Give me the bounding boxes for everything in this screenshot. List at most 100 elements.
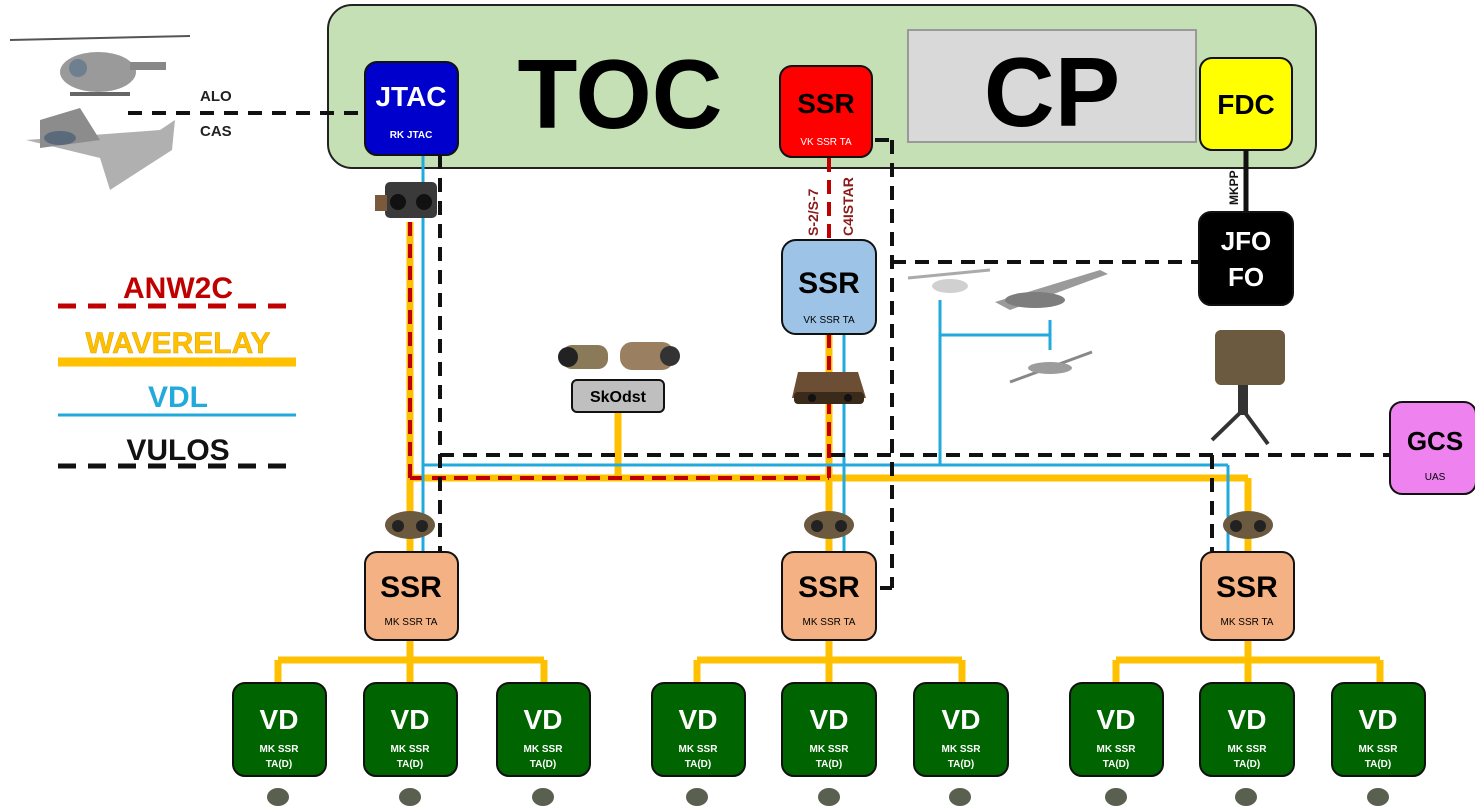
- fighter-jet-icon: [26, 108, 175, 190]
- drone-icon: [995, 270, 1108, 310]
- vd-node[interactable]: VD MK SSR TA(D): [651, 682, 746, 777]
- handheld-device-icon: [1367, 788, 1389, 806]
- vd-node[interactable]: VD MK SSR TA(D): [1069, 682, 1164, 777]
- vd-line1: MK SSR: [942, 744, 982, 755]
- binocular-icon: [375, 182, 437, 218]
- handheld-device-icon: [399, 788, 421, 806]
- vd-title: VD: [524, 704, 563, 735]
- ssr-top-node[interactable]: SSR VK SSR TA: [779, 65, 873, 158]
- ssr-lower-node[interactable]: SSR MK SSR TA: [1200, 551, 1295, 641]
- night-vision-goggle-icon: [804, 511, 854, 539]
- handheld-device-icon: [949, 788, 971, 806]
- drone-icon: [1009, 350, 1093, 384]
- ssr-top-title: SSR: [797, 88, 855, 119]
- thermal-sight-icon: [558, 342, 680, 370]
- vd-node[interactable]: VD MK SSR TA(D): [363, 682, 458, 777]
- s2s7-label: S-2/S-7: [805, 188, 821, 236]
- legend-vulos-label: VULOS: [126, 434, 229, 467]
- vd-title: VD: [1228, 704, 1267, 735]
- skodst-node[interactable]: SkOdst: [571, 379, 665, 413]
- vd-line2: TA(D): [685, 759, 711, 770]
- ssr-mid-subtitle: VK SSR TA: [803, 315, 855, 326]
- vd-line2: TA(D): [1365, 759, 1391, 770]
- cp-title: CP: [984, 37, 1120, 147]
- tripod-sensor-icon: [1210, 330, 1285, 446]
- ssr-lower-node[interactable]: SSR MK SSR TA: [781, 551, 877, 641]
- lower-ssr-layer: SSR MK SSR TA SSR MK SSR TA SSR MK SSR T…: [364, 511, 1295, 641]
- legend-vdl-label: VDL: [148, 381, 208, 414]
- vd-title: VD: [1359, 704, 1398, 735]
- vd-layer: VD MK SSR TA(D) VD MK SSR TA(D) VD MK SS…: [232, 682, 1426, 777]
- cp-box: [907, 29, 1197, 143]
- drone-icon: [907, 268, 991, 293]
- ssr-mid-title: SSR: [798, 267, 860, 300]
- legend: ANW2C WAVERELAY VDL VULOS: [58, 272, 296, 469]
- vd-line2: TA(D): [1234, 759, 1260, 770]
- gcs-title: GCS: [1407, 426, 1463, 456]
- jtac-subtitle: RK JTAC: [390, 130, 433, 141]
- legend-vdl: VDL: [58, 381, 296, 417]
- fdc-title: FDC: [1217, 89, 1275, 120]
- c4istar-label: C4ISTAR: [840, 177, 856, 236]
- fdc-node[interactable]: FDC: [1199, 57, 1293, 151]
- jtac-node[interactable]: JTAC RK JTAC: [364, 61, 459, 156]
- vd-line1: MK SSR: [391, 744, 431, 755]
- vdl-links: [421, 155, 1230, 552]
- handheld-device-icon: [267, 788, 289, 806]
- gcs-node[interactable]: GCS UAS: [1389, 401, 1475, 495]
- vd-line2: TA(D): [816, 759, 842, 770]
- vd-line1: MK SSR: [1097, 744, 1137, 755]
- ssr-lower-title: SSR: [380, 571, 442, 604]
- legend-waverelay-label: WAVERELAY: [85, 327, 270, 360]
- jfo-line2: FO: [1228, 262, 1264, 292]
- toc-title: TOC: [517, 39, 722, 149]
- vd-title: VD: [1097, 704, 1136, 735]
- handheld-device-icon: [1105, 788, 1127, 806]
- legend-anw2c: ANW2C: [58, 272, 296, 309]
- vulos-links: [438, 138, 1390, 590]
- night-vision-goggle-icon: [1223, 511, 1273, 539]
- vd-node[interactable]: VD MK SSR TA(D): [1199, 682, 1295, 777]
- vd-line2: TA(D): [530, 759, 556, 770]
- ssr-top-subtitle: VK SSR TA: [800, 137, 852, 148]
- handheld-device-icon: [818, 788, 840, 806]
- handheld-device-icon: [532, 788, 554, 806]
- ssr-lower-title: SSR: [1216, 571, 1278, 604]
- ssr-lower-subtitle: MK SSR TA: [803, 617, 856, 628]
- vd-line1: MK SSR: [260, 744, 300, 755]
- legend-vulos: VULOS: [58, 434, 296, 469]
- rangefinder-icon: [792, 372, 866, 404]
- gcs-subtitle: UAS: [1425, 472, 1446, 483]
- ssr-lower-node[interactable]: SSR MK SSR TA: [364, 551, 459, 641]
- vd-line1: MK SSR: [1228, 744, 1268, 755]
- vd-line2: TA(D): [1103, 759, 1129, 770]
- vd-node[interactable]: VD MK SSR TA(D): [781, 682, 877, 777]
- vd-line1: MK SSR: [679, 744, 719, 755]
- vd-node[interactable]: VD MK SSR TA(D): [1331, 682, 1426, 777]
- vd-node[interactable]: VD MK SSR TA(D): [232, 682, 327, 777]
- vd-title: VD: [260, 704, 299, 735]
- vd-line2: TA(D): [948, 759, 974, 770]
- handheld-device-icon: [686, 788, 708, 806]
- ssr-mid-node[interactable]: SSR VK SSR TA: [781, 239, 877, 335]
- vd-line2: TA(D): [266, 759, 292, 770]
- ssr-lower-subtitle: MK SSR TA: [385, 617, 438, 628]
- vd-line2: TA(D): [397, 759, 423, 770]
- jfo-line1: JFO: [1221, 226, 1272, 256]
- vd-line1: MK SSR: [524, 744, 564, 755]
- jtac-title: JTAC: [375, 81, 446, 112]
- handheld-row: [267, 788, 1389, 806]
- vd-line1: MK SSR: [810, 744, 850, 755]
- cas-label: CAS: [200, 123, 232, 140]
- legend-waverelay: WAVERELAY: [58, 327, 296, 367]
- vd-node[interactable]: VD MK SSR TA(D): [913, 682, 1009, 777]
- vd-title: VD: [942, 704, 981, 735]
- vd-title: VD: [679, 704, 718, 735]
- vd-title: VD: [391, 704, 430, 735]
- vd-node[interactable]: VD MK SSR TA(D): [496, 682, 591, 777]
- jfo-node[interactable]: JFO FO: [1198, 211, 1294, 306]
- vd-title: VD: [810, 704, 849, 735]
- night-vision-goggle-icon: [385, 511, 435, 539]
- skodst-title: SkOdst: [590, 389, 647, 406]
